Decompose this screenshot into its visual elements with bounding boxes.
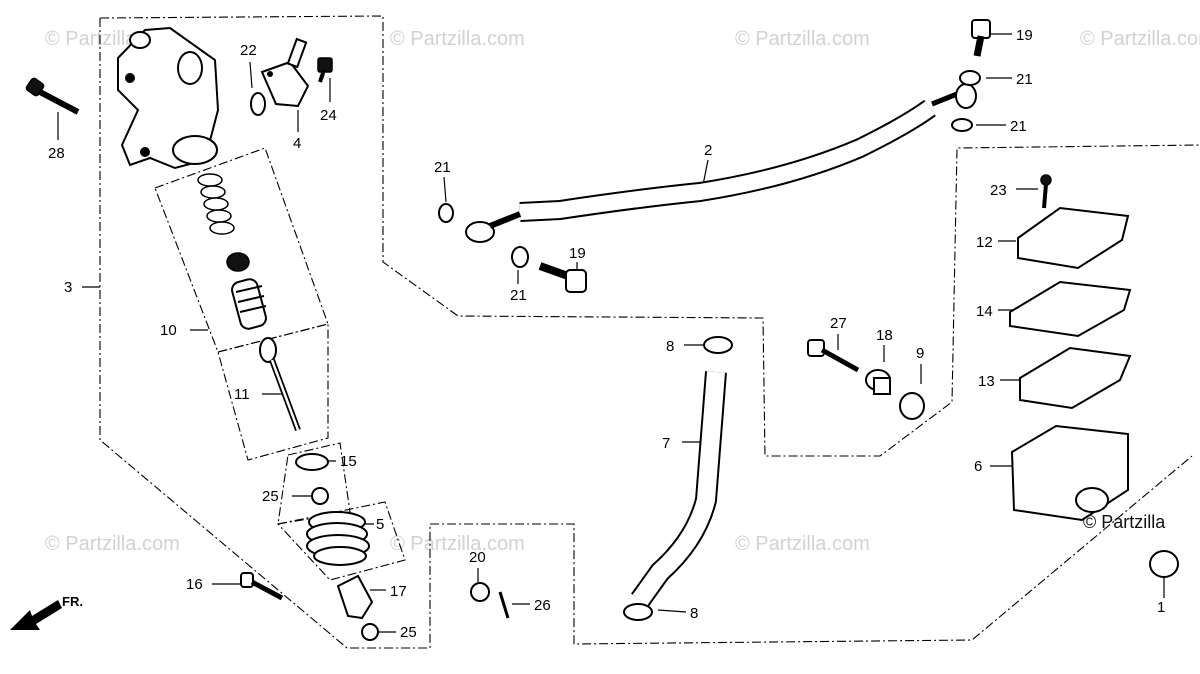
callout-11[interactable]: 11 <box>234 386 250 403</box>
assembly-outlines <box>99 15 1200 649</box>
callout-13[interactable]: 13 <box>978 373 995 390</box>
watermark: © Partzilla.com <box>45 533 180 555</box>
joint-17[interactable] <box>336 574 374 620</box>
callout-3[interactable]: 3 <box>64 279 72 296</box>
clamp-8-upper[interactable] <box>703 336 733 354</box>
callouts: 1 2 3 4 5 6 7 8 8 9 10 11 12 13 14 15 16… <box>48 27 1165 641</box>
callout-21[interactable]: 21 <box>1010 118 1027 135</box>
o-ring-22[interactable] <box>250 92 266 116</box>
callout-21[interactable]: 21 <box>510 287 527 304</box>
callout-25-upper[interactable]: 25 <box>262 488 279 505</box>
callout-28[interactable]: 28 <box>48 145 65 162</box>
callout-5[interactable]: 5 <box>376 516 384 533</box>
nut-25-lower[interactable] <box>361 623 379 641</box>
callout-22[interactable]: 22 <box>240 42 257 59</box>
boot-outline <box>276 501 406 581</box>
callout-26[interactable]: 26 <box>534 597 551 614</box>
callout-19-top[interactable]: 19 <box>1016 27 1033 44</box>
washer-21[interactable] <box>438 203 454 223</box>
joint-4[interactable] <box>260 37 310 108</box>
screw-24[interactable] <box>317 57 333 83</box>
clamp-8-lower[interactable] <box>623 603 653 621</box>
watermarks: © Partzilla.com © Partzilla.com © Partzi… <box>45 28 1200 555</box>
watermark-corner: © Partzilla <box>1083 512 1166 532</box>
callout-7[interactable]: 7 <box>662 435 670 452</box>
master-cylinder-boundary <box>99 15 1200 457</box>
washer-21[interactable] <box>511 246 529 268</box>
callout-21[interactable]: 21 <box>1016 71 1033 88</box>
screw-23[interactable] <box>1040 174 1052 209</box>
reservoir-hose-7[interactable] <box>631 371 727 607</box>
collar-18[interactable] <box>865 369 891 395</box>
callout-16[interactable]: 16 <box>186 576 203 593</box>
watermark: © Partzilla.com <box>390 28 525 50</box>
callout-9[interactable]: 9 <box>916 345 924 362</box>
cotter-pin-26[interactable] <box>498 591 510 619</box>
bolt-28[interactable] <box>25 77 80 115</box>
callout-19-hose[interactable]: 19 <box>569 245 586 262</box>
callout-18[interactable]: 18 <box>876 327 893 344</box>
callout-24[interactable]: 24 <box>320 107 337 124</box>
callout-6[interactable]: 6 <box>974 458 982 475</box>
pin-16[interactable] <box>240 572 284 601</box>
grommet-9[interactable] <box>899 392 925 420</box>
callout-8-lower[interactable]: 8 <box>690 605 698 622</box>
piston-kit-outline <box>154 147 329 353</box>
plate-14[interactable] <box>1009 280 1132 338</box>
callout-4[interactable]: 4 <box>293 135 301 152</box>
master-cylinder-body-3[interactable] <box>117 26 220 170</box>
boot-5[interactable] <box>306 511 370 566</box>
bolt-19-hose[interactable] <box>538 262 587 293</box>
seal-outline <box>277 442 351 525</box>
reservoir-cap-12[interactable] <box>1017 206 1130 270</box>
callout-21[interactable]: 21 <box>434 159 451 176</box>
callout-8-upper[interactable]: 8 <box>666 338 674 355</box>
front-arrow-icon <box>10 600 62 630</box>
reservoir-6[interactable] <box>1010 424 1129 522</box>
callout-10[interactable]: 10 <box>160 322 177 339</box>
bolt-27[interactable] <box>807 339 860 373</box>
watermark: © Partzilla.com <box>1080 28 1200 50</box>
callout-12[interactable]: 12 <box>976 234 993 251</box>
callout-23[interactable]: 23 <box>990 182 1007 199</box>
callout-20[interactable]: 20 <box>469 549 486 566</box>
washer-20[interactable] <box>470 582 490 602</box>
parts <box>10 19 1179 641</box>
leader-lines <box>57 33 1165 633</box>
lower-boundary <box>99 18 1193 649</box>
callout-1[interactable]: 1 <box>1157 599 1165 616</box>
washer-21[interactable] <box>959 70 981 86</box>
watermark: © Partzilla.com <box>735 28 870 50</box>
callout-2[interactable]: 2 <box>704 142 712 159</box>
pushrod-outline <box>217 323 329 461</box>
callout-14[interactable]: 14 <box>976 303 993 320</box>
callout-17[interactable]: 17 <box>390 583 407 600</box>
watermark: © Partzilla.com <box>390 533 525 555</box>
direction-label: FR. <box>62 594 83 609</box>
washer-21[interactable] <box>951 118 973 132</box>
callout-27[interactable]: 27 <box>830 315 847 332</box>
watermark: © Partzilla.com <box>735 533 870 555</box>
brake-hose-2[interactable] <box>465 83 977 243</box>
callout-15[interactable]: 15 <box>340 453 357 470</box>
stopper-ring-15[interactable] <box>295 453 329 471</box>
bolt-19-top[interactable] <box>971 19 991 57</box>
diaphragm-13[interactable] <box>1019 346 1132 410</box>
nut-25-upper[interactable] <box>311 487 329 505</box>
piston-kit-10[interactable] <box>197 173 268 331</box>
callout-25-lower[interactable]: 25 <box>400 624 417 641</box>
push-rod-11[interactable] <box>259 337 301 432</box>
cap-nut-1[interactable] <box>1149 550 1179 578</box>
